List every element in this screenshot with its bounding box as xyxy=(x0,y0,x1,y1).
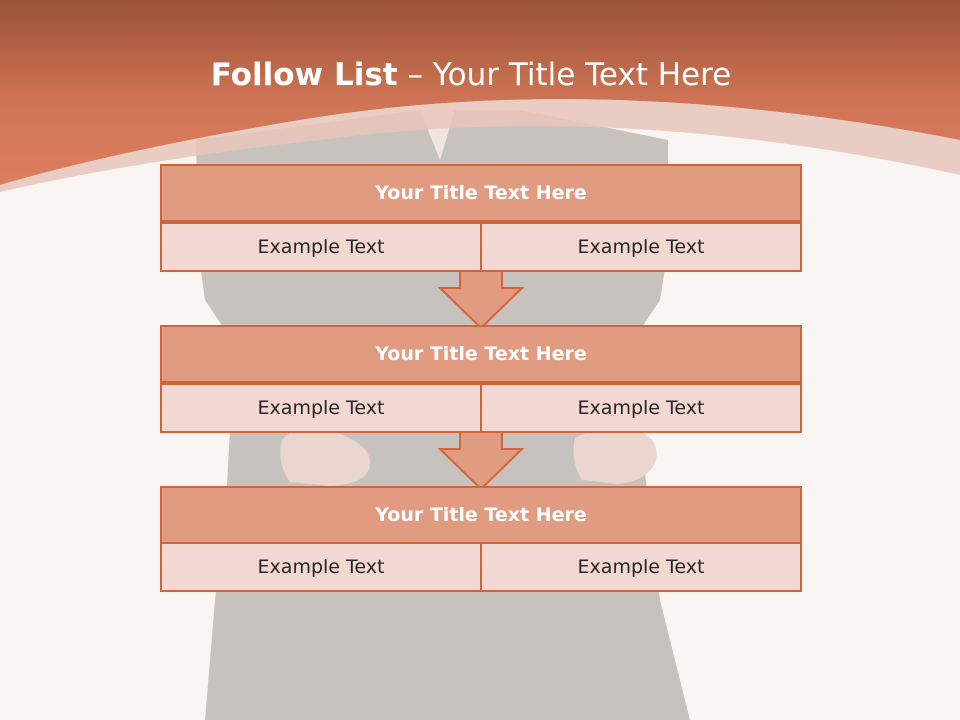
step-1-header: Your Title Text Here xyxy=(160,164,802,222)
slide-title: Follow List – Your Title Text Here xyxy=(0,52,942,98)
step-1-left-cell: Example Text xyxy=(160,222,482,272)
step-2-left-cell: Example Text xyxy=(160,383,482,433)
title-bold-text: Follow List xyxy=(210,57,398,93)
title-rest-text: – Your Title Text Here xyxy=(397,57,732,93)
step-1-right-cell: Example Text xyxy=(480,222,802,272)
header-band xyxy=(0,0,960,185)
step-3-header: Your Title Text Here xyxy=(160,486,802,544)
header-swoosh xyxy=(0,99,960,192)
down-arrow-icon xyxy=(438,270,524,330)
step-3-right-cell: Example Text xyxy=(480,542,802,592)
step-3-left-cell: Example Text xyxy=(160,542,482,592)
step-2-header: Your Title Text Here xyxy=(160,325,802,383)
step-2-right-cell: Example Text xyxy=(480,383,802,433)
down-arrow-icon xyxy=(438,431,524,491)
